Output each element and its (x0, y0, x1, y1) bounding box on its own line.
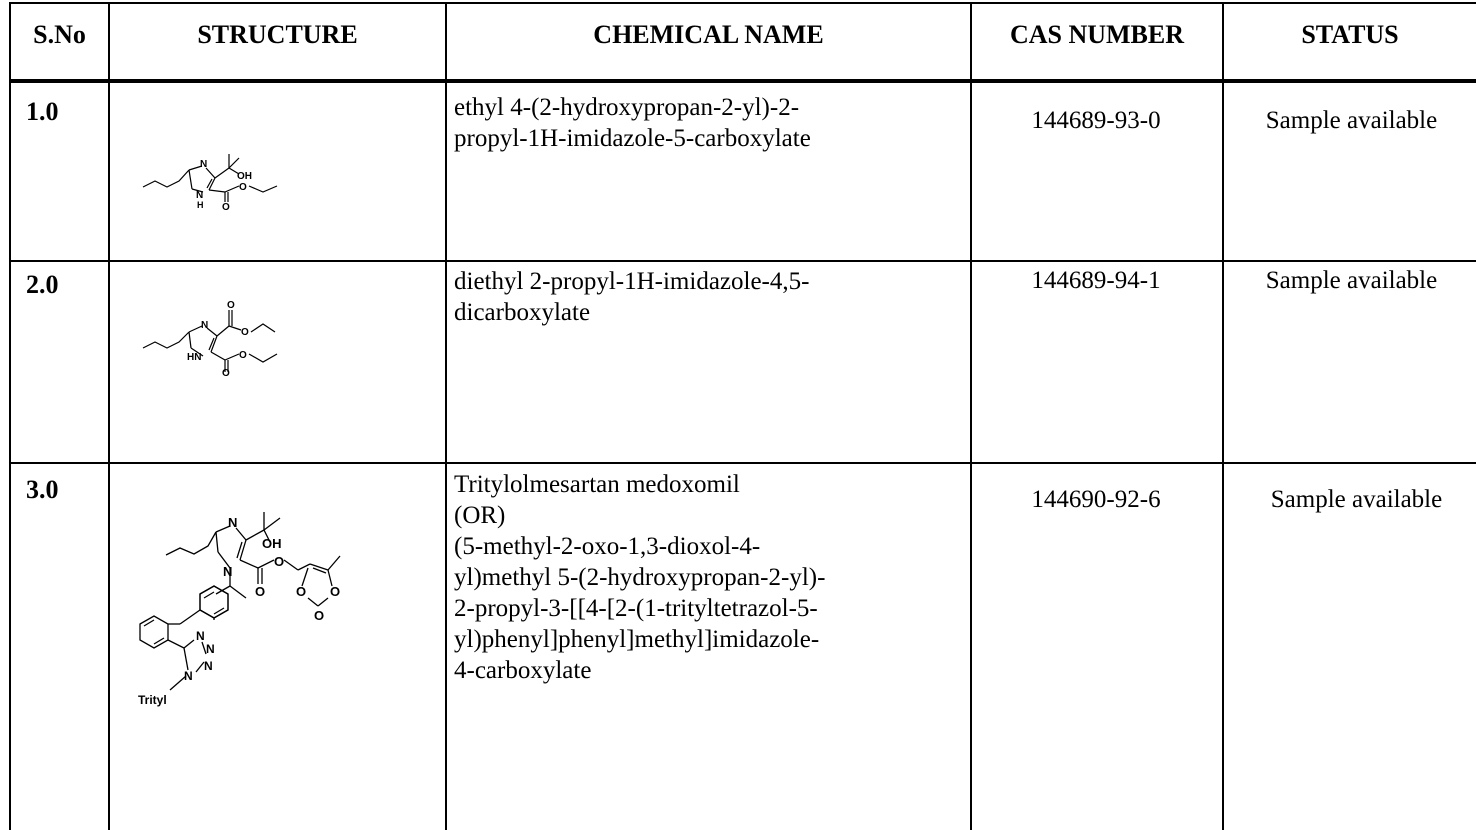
header-chemical-name: CHEMICAL NAME (593, 20, 824, 49)
atom-label: N (204, 659, 213, 673)
header-structure: STRUCTURE (197, 20, 358, 49)
atom-label: N (223, 564, 232, 579)
column-divider (1222, 2, 1224, 830)
atom-label: N (228, 515, 237, 530)
cas-number: 144690-92-6 (1031, 486, 1161, 513)
atom-label: HN (187, 352, 201, 363)
atom-label: N (201, 320, 208, 331)
atom-label: O (239, 350, 247, 361)
chemical-name: Tritylolmesartan medoxomil (OR) (5-methy… (454, 471, 826, 684)
row-sno: 3.0 (26, 475, 59, 504)
atom-label: N (196, 190, 203, 201)
atom-label: O (274, 554, 284, 569)
atom-label: OH (262, 536, 282, 551)
atom-label: O (239, 182, 247, 193)
atom-label: O (255, 584, 265, 599)
header-status: STATUS (1301, 20, 1399, 49)
status-text: Sample available (1270, 486, 1443, 513)
chemical-name: ethyl 4-(2-hydroxypropan-2-yl)-2- propyl… (454, 94, 811, 152)
table-border-top (9, 2, 1476, 4)
header-divider (9, 79, 1476, 83)
atom-label: H (197, 200, 204, 210)
atom-label: O (314, 608, 324, 623)
imidazole-diester-structure-icon: N HN O O O O (142, 300, 278, 376)
cas-number: 144689-93-0 (1031, 107, 1161, 134)
atom-label: N (184, 669, 193, 683)
atom-label: O (296, 584, 306, 599)
row-divider (9, 260, 1476, 262)
chemical-name: diethyl 2-propyl-1H-imidazole-4,5- dicar… (454, 268, 810, 326)
atom-label: OH (237, 171, 252, 182)
atom-label: N (196, 629, 205, 643)
column-divider (108, 2, 110, 830)
atom-label: O (222, 202, 230, 210)
header-cas-number: CAS NUMBER (1009, 20, 1185, 49)
status-text: Sample available (1265, 107, 1438, 134)
row-sno: 2.0 (26, 270, 59, 299)
atom-label: N (206, 642, 215, 656)
row-divider (9, 462, 1476, 464)
row-sno: 1.0 (26, 97, 59, 126)
status-text: Sample available (1265, 267, 1438, 294)
atom-label: O (227, 300, 235, 311)
cas-number: 144689-94-1 (1031, 267, 1161, 294)
imidazole-hydroxypropyl-ester-structure-icon: N OH N H O O (142, 154, 278, 210)
atom-label: Trityl (138, 693, 167, 707)
atom-label: O (222, 368, 230, 376)
trityl-olmesartan-medoxomil-structure-icon: N OH N O O O O O N N N N Trityl (138, 512, 341, 707)
column-divider (445, 2, 447, 830)
atom-label: N (200, 159, 207, 170)
column-divider (9, 2, 11, 830)
column-divider (970, 2, 972, 830)
atom-label: O (330, 584, 340, 599)
atom-label: O (241, 327, 249, 338)
header-sno: S.No (33, 20, 86, 49)
